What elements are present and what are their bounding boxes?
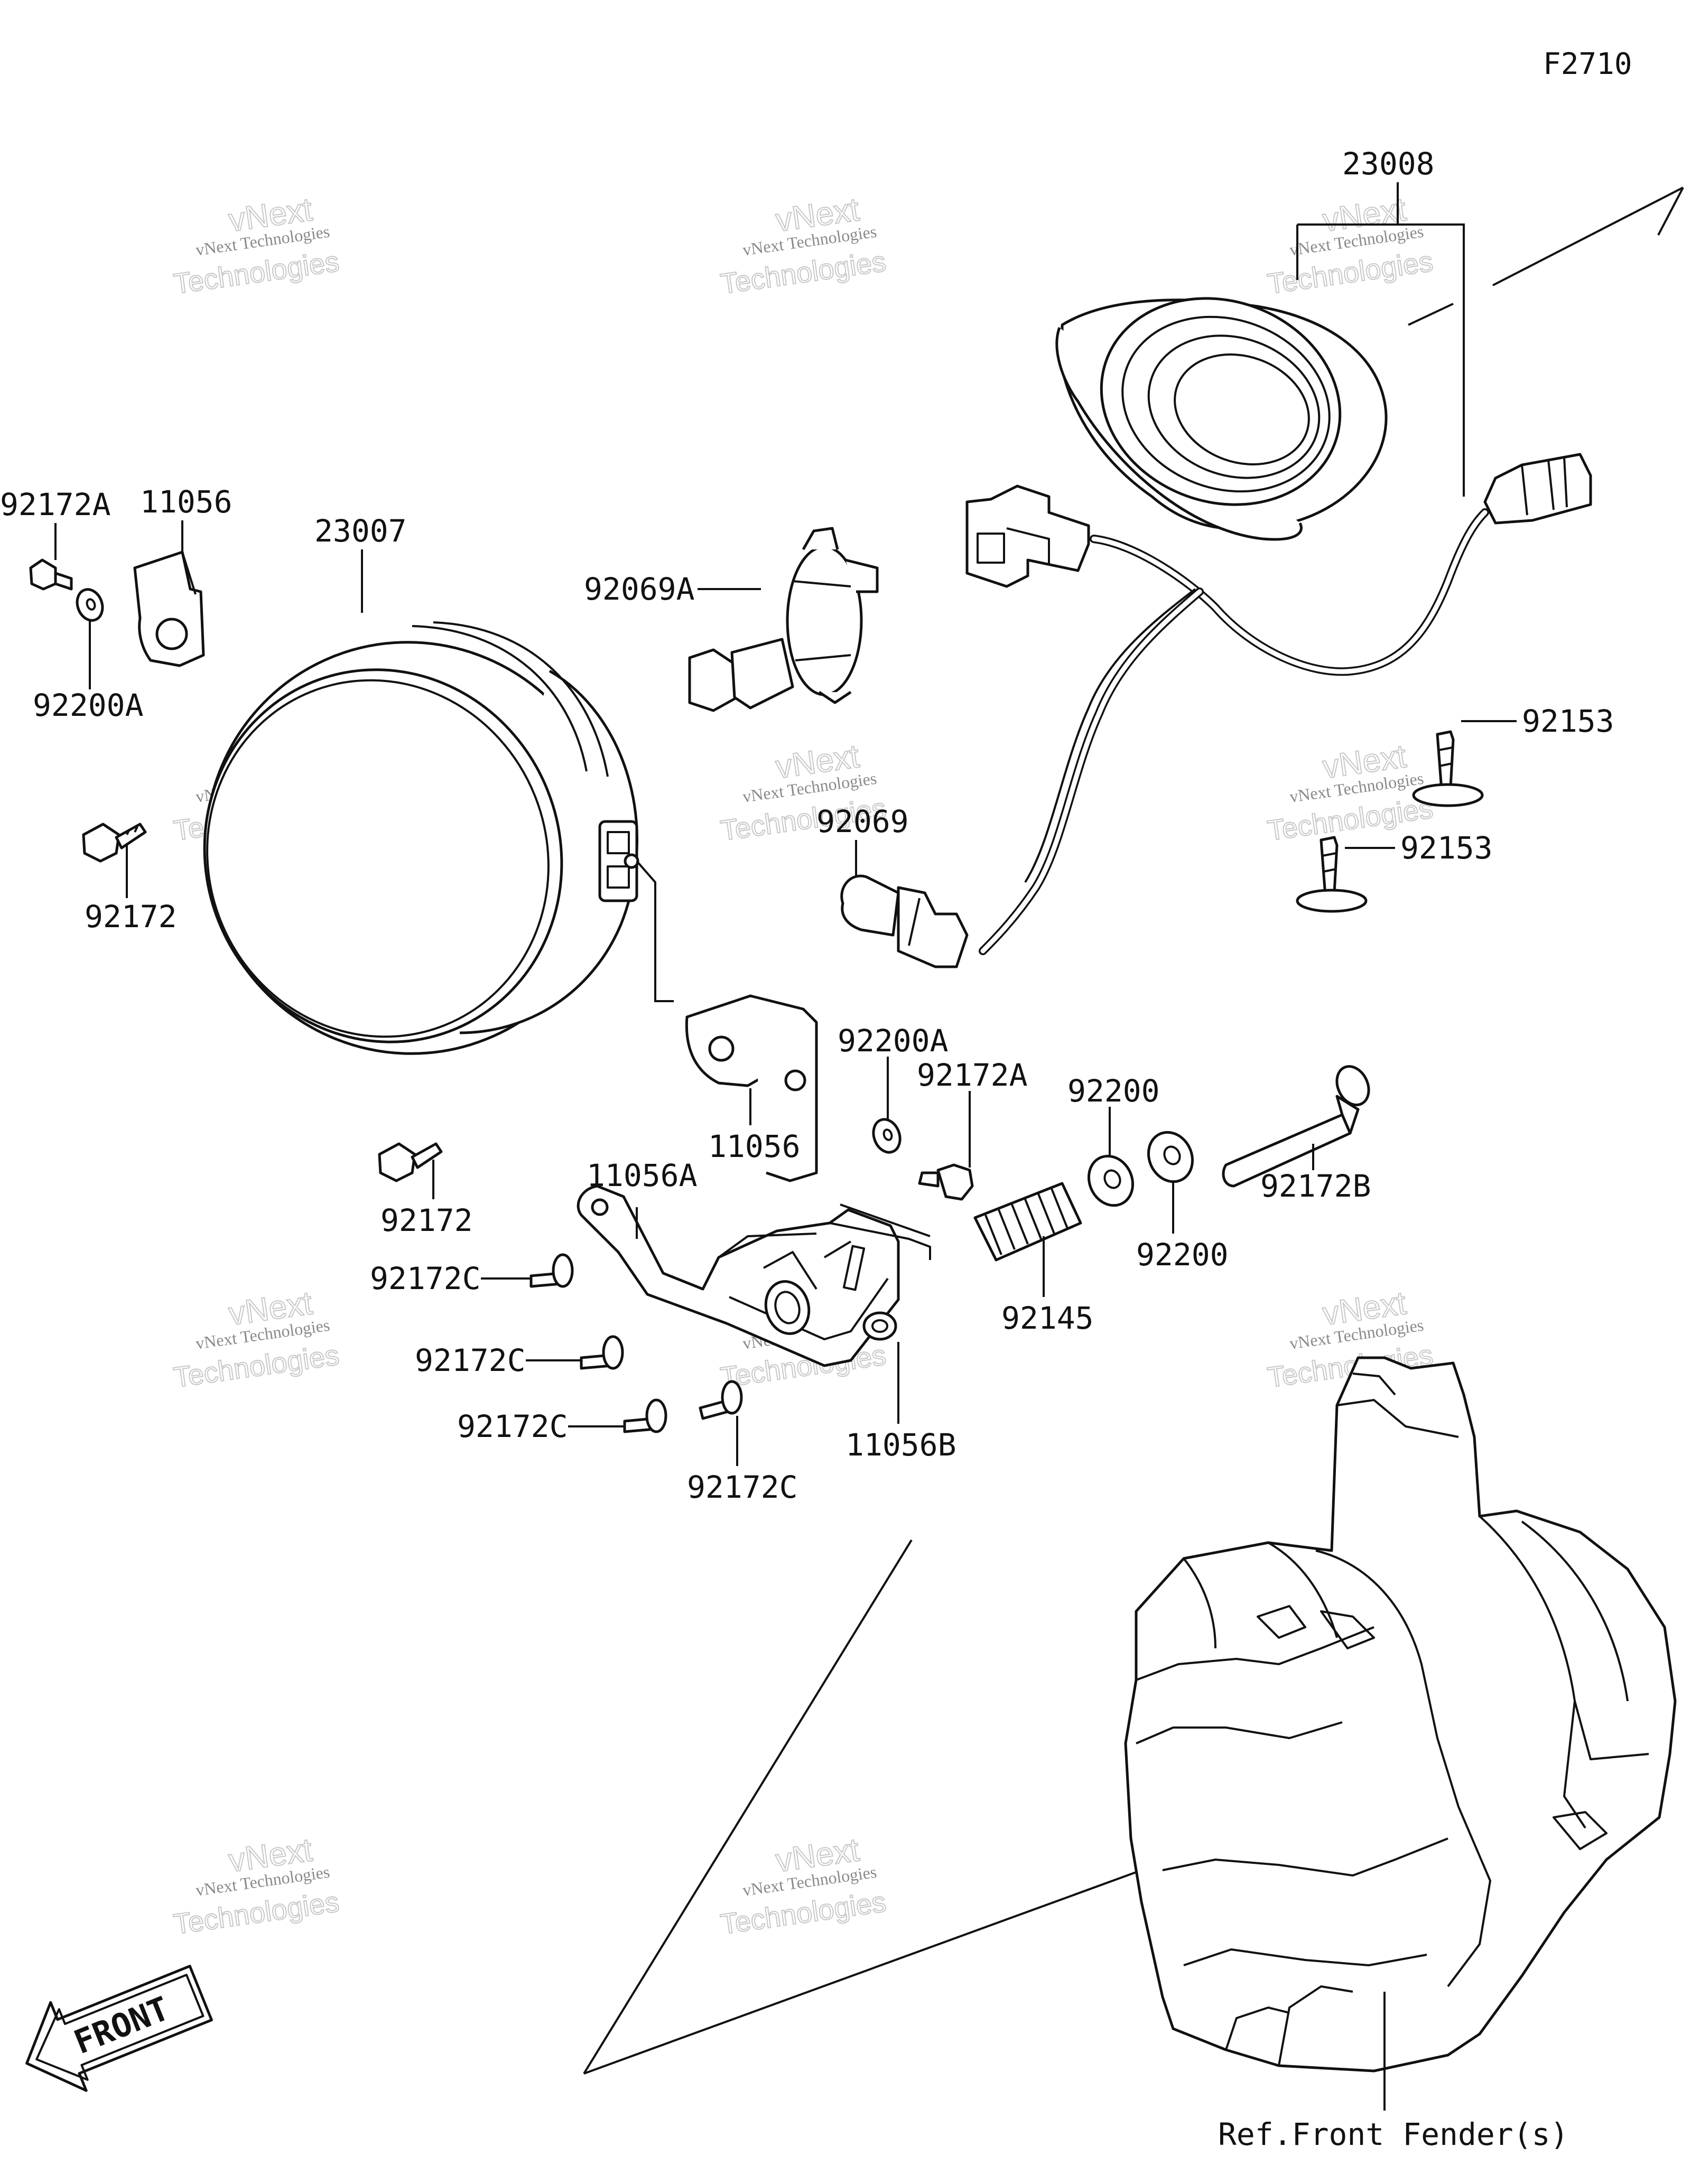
bracket-mid[interactable] bbox=[685, 994, 818, 1182]
pilot-bulb[interactable] bbox=[840, 874, 969, 968]
bolt-92172C-2[interactable] bbox=[580, 1335, 624, 1370]
connector-plug[interactable] bbox=[965, 484, 1090, 588]
washer-92200A-left[interactable] bbox=[73, 586, 107, 624]
label-11056-mid[interactable]: 11056 bbox=[708, 1128, 801, 1164]
label-92172C-3[interactable]: 92172C bbox=[457, 1408, 568, 1444]
mount-bracket-11056A[interactable] bbox=[577, 1184, 931, 1367]
front-fender bbox=[1124, 1356, 1677, 2073]
front-direction-arrow: FRONT bbox=[25, 1965, 213, 2092]
headlight-housing[interactable] bbox=[1055, 266, 1388, 541]
spring-92145[interactable] bbox=[973, 1182, 1082, 1262]
label-92153-a[interactable]: 92153 bbox=[1522, 703, 1614, 739]
label-92172-left[interactable]: 92172 bbox=[85, 899, 177, 935]
label-11056B[interactable]: 11056B bbox=[846, 1427, 956, 1463]
bolt-92172A-top[interactable] bbox=[29, 558, 73, 591]
bolt-92153-b[interactable] bbox=[1296, 836, 1368, 913]
bolt-92172C-4[interactable] bbox=[699, 1380, 743, 1420]
washer-92200-b[interactable] bbox=[1140, 1125, 1200, 1189]
headlight-bulb[interactable] bbox=[688, 527, 879, 712]
label-92069[interactable]: 92069 bbox=[816, 804, 909, 839]
label-11056-top[interactable]: 11056 bbox=[140, 484, 233, 520]
label-92200-bottom[interactable]: 92200 bbox=[1136, 1237, 1229, 1273]
label-23008[interactable]: 23008 bbox=[1342, 146, 1435, 182]
label-92145[interactable]: 92145 bbox=[1001, 1300, 1094, 1336]
label-92069A[interactable]: 92069A bbox=[584, 571, 695, 607]
side-connector[interactable] bbox=[1483, 453, 1592, 525]
label-11056A[interactable]: 11056A bbox=[587, 1158, 698, 1193]
diagram-code: F2710 bbox=[1543, 47, 1632, 81]
bolt-92172C-3[interactable] bbox=[623, 1398, 667, 1433]
label-92172-mid[interactable]: 92172 bbox=[380, 1202, 473, 1238]
label-92172B[interactable]: 92172B bbox=[1260, 1168, 1371, 1204]
label-92172A-top[interactable]: 92172A bbox=[0, 487, 111, 522]
bolt-92153-a[interactable] bbox=[1412, 730, 1484, 807]
wiring-harness bbox=[979, 508, 1489, 955]
bolt-92172B[interactable] bbox=[1222, 1061, 1374, 1188]
screw-92172-left[interactable] bbox=[82, 823, 147, 863]
bolt-92172C-1[interactable] bbox=[529, 1253, 574, 1288]
label-92200A-left[interactable]: 92200A bbox=[33, 687, 144, 723]
label-92153-b[interactable]: 92153 bbox=[1400, 830, 1493, 866]
washer-92200-a[interactable] bbox=[1081, 1149, 1140, 1213]
label-92172C-4[interactable]: 92172C bbox=[687, 1469, 798, 1505]
leader-lines bbox=[54, 182, 1517, 1466]
label-92172A-mid[interactable]: 92172A bbox=[917, 1057, 1028, 1093]
part-labels: 23008 92172A 11056 23007 92069A 92200A 9… bbox=[0, 146, 1614, 2152]
label-92172C-1[interactable]: 92172C bbox=[370, 1261, 481, 1296]
label-92200A-mid[interactable]: 92200A bbox=[838, 1023, 949, 1059]
bracket-small[interactable] bbox=[133, 550, 205, 667]
label-23007[interactable]: 23007 bbox=[314, 513, 407, 549]
headlight-assembly[interactable] bbox=[144, 581, 675, 1115]
label-92200-top[interactable]: 92200 bbox=[1067, 1073, 1160, 1109]
screw-92172-mid[interactable] bbox=[378, 1142, 443, 1182]
reference-label: Ref.Front Fender(s) bbox=[1218, 2116, 1568, 2152]
washer-92200A-mid[interactable] bbox=[869, 1116, 905, 1156]
bolt-92172A-mid[interactable] bbox=[918, 1163, 974, 1201]
label-92172C-2[interactable]: 92172C bbox=[415, 1342, 526, 1378]
